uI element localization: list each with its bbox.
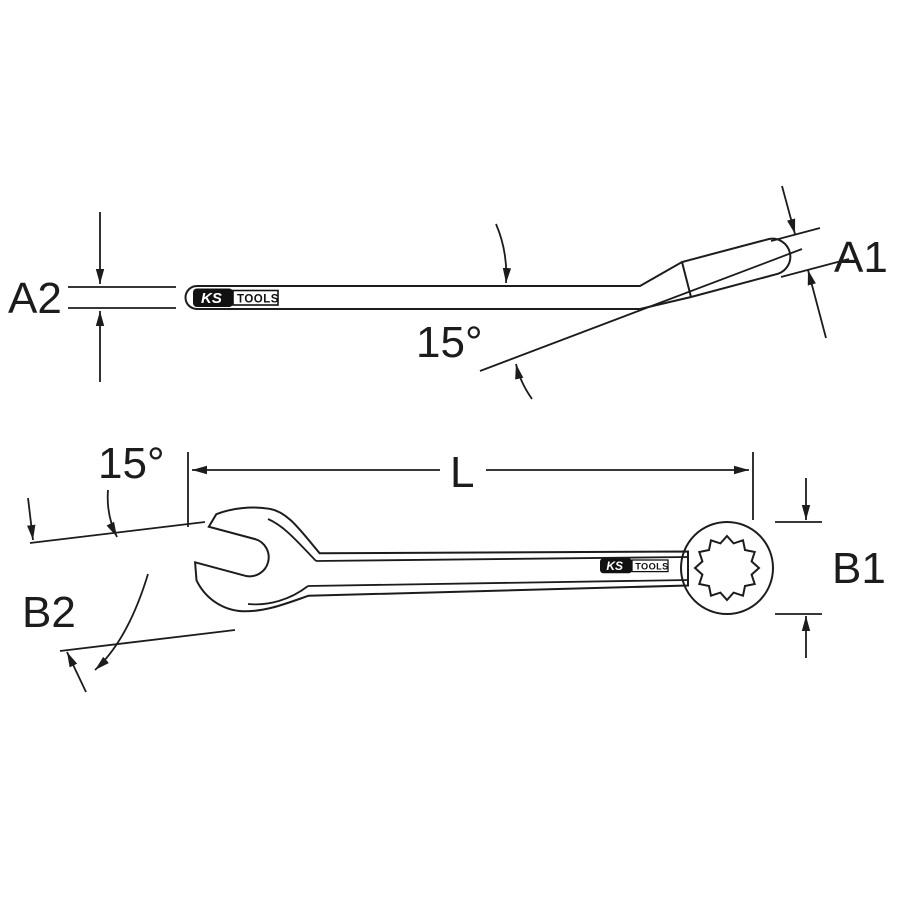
a1-extension-line-bottom [780,258,850,278]
a1-arrow-bottom [807,269,827,339]
a1-label: A1 [834,233,888,282]
dimension-b1: B1 [775,478,886,658]
plan-view: L B1 B2 15° KS TOOLS [22,439,886,693]
head-bevel-line-top [267,518,317,562]
plan-angle-label: 15° [98,439,165,488]
ks-tools-logo-side: KS TOOLS [193,288,279,307]
dimension-a2: A2 [8,212,176,382]
angle-arc-upper-arrow [495,223,512,284]
dimension-length: L [187,448,754,527]
a1-extension-line-top [770,227,821,242]
logo-tools-text: TOOLS [635,562,668,572]
logo-ks-text: KS [606,559,623,573]
b1-label: B1 [832,544,886,593]
b2-extension-line-top [29,521,206,544]
plan-angle-arc-arrow [94,573,149,671]
wrench-plan-outline [193,506,689,613]
side-view: 15° A2 A1 KS TOOLS [8,185,888,400]
plan-angle-annotation: 15° [94,439,165,671]
logo-tools-text: TOOLS [237,294,279,306]
logo-tools-box [631,559,669,573]
shaft-bevel-line-bottom [307,579,690,587]
shaft-bevel-line-top [315,556,690,562]
ring-end-circle [680,521,774,615]
dimension-b2: B2 [22,497,236,693]
b2-arrow-bottom [66,651,87,693]
ks-tools-logo-plan: KS TOOLS [600,558,669,574]
a2-label: A2 [8,274,62,323]
plan-angle-arrow-top [106,489,118,538]
head-bevel-line-bottom [247,585,309,606]
b2-label: B2 [22,588,76,637]
b2-arrow-top [27,497,36,541]
length-label: L [450,448,474,497]
b2-extension-line-bottom [59,629,236,652]
logo-ks-box [600,558,632,574]
angle-arc-lower-arrow [515,363,533,400]
logo-ks-text: KS [201,290,222,307]
logo-tools-box [232,289,279,306]
ring-12-point-socket [693,534,761,602]
a1-arrow-top [781,185,796,235]
dimension-a1: A1 [770,185,888,339]
angle-reference-line [479,248,803,372]
logo-ks-box [193,288,233,307]
side-angle-label: 15° [416,318,483,367]
